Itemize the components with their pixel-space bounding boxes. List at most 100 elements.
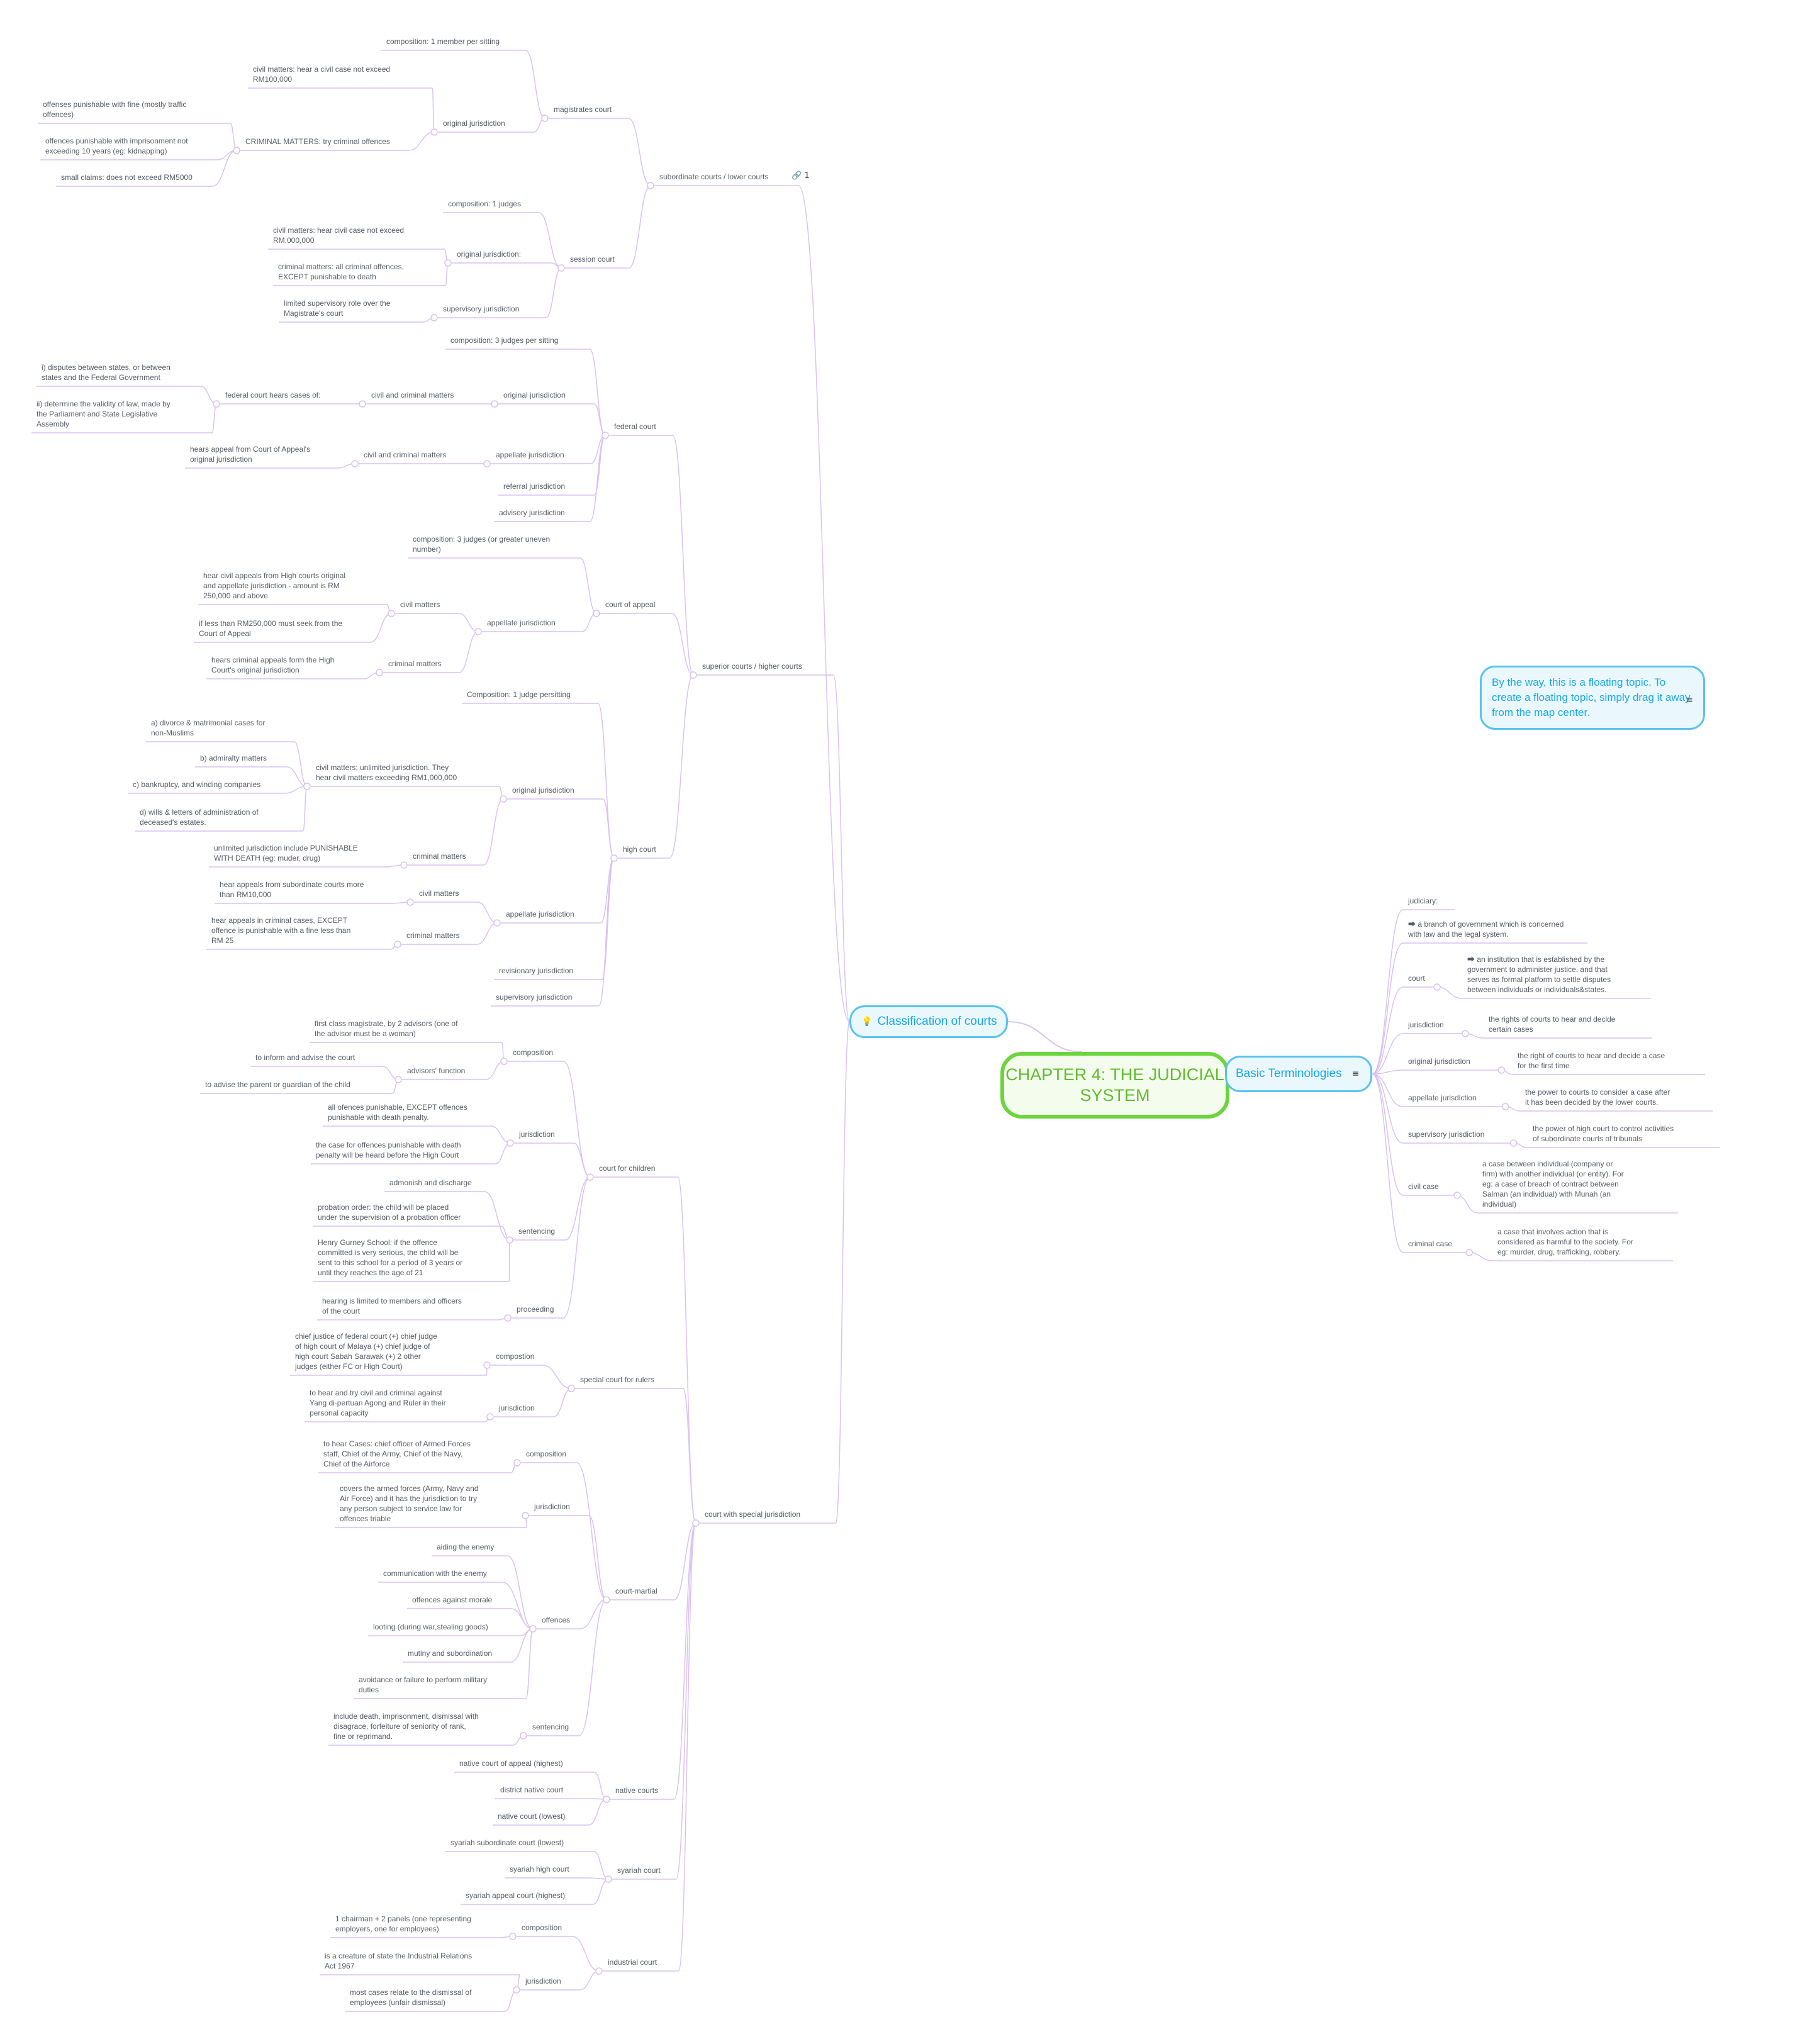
topic-node-n21[interactable]: civil and criminal matters [371, 390, 454, 400]
topic-node-n90[interactable]: native courts [615, 1785, 658, 1795]
topic-node-n29[interactable]: advisory jurisdiction [499, 508, 565, 518]
topic-node-n57[interactable]: composition [513, 1047, 553, 1058]
topic-node-n1[interactable]: subordinate courts / lower courts [659, 172, 768, 182]
topic-node-n26[interactable]: civil and criminal matters [364, 450, 446, 460]
topic-node-n78[interactable]: to hear Cases: chief officer of Armed Fo… [323, 1439, 471, 1469]
topic-node-n44[interactable]: c) bankruptcy, and winding companies [133, 779, 260, 790]
term-node-t11[interactable]: supervisory jurisdiction [1408, 1129, 1484, 1139]
topic-node-n68[interactable]: Henry Gurney School: if the offence comm… [318, 1237, 462, 1278]
topic-node-n10[interactable]: session court [570, 254, 615, 264]
topic-node-n62[interactable]: jurisdiction [519, 1129, 555, 1139]
topic-node-n98[interactable]: industrial court [608, 1957, 657, 1967]
topic-node-n37[interactable]: hears criminal appeals form the High Cou… [211, 655, 334, 675]
topic-node-n2[interactable]: magistrates court [554, 104, 612, 114]
term-node-t16[interactable]: a case that involves action that is cons… [1497, 1227, 1633, 1257]
topic-node-n94[interactable]: syariah court [617, 1865, 661, 1875]
topic-node-n82[interactable]: aiding the enemy [437, 1542, 494, 1552]
topic-node-n95[interactable]: syariah subordinate court (lowest) [450, 1838, 564, 1848]
topic-node-n24[interactable]: ii) determine the validity of law, made … [36, 399, 171, 429]
topic-node-n47[interactable]: unlimited jurisdiction include PUNISHABL… [214, 843, 358, 863]
topic-node-n12[interactable]: original jurisdiction: [457, 249, 521, 259]
topic-node-n28[interactable]: referral jurisdiction [503, 481, 565, 491]
topic-node-n83[interactable]: communication with the enemy [383, 1568, 487, 1578]
topic-node-n63[interactable]: all ofences punishable, EXCEPT offences … [328, 1102, 467, 1122]
topic-node-n25[interactable]: appellate jurisdiction [496, 450, 564, 460]
topic-node-n50[interactable]: hear appeals from subordinate courts mor… [220, 880, 364, 900]
term-node-t15[interactable]: criminal case [1408, 1239, 1452, 1249]
topic-node-n59[interactable]: advisors' function [407, 1066, 465, 1076]
topic-node-n88[interactable]: sentencing [532, 1722, 569, 1732]
topic-node-n76[interactable]: court-martial [615, 1586, 657, 1596]
link-count-badge[interactable]: 🔗 1 [792, 171, 810, 181]
topic-node-n99[interactable]: composition [522, 1923, 562, 1933]
topic-node-n45[interactable]: d) wills & letters of administration of … [140, 807, 259, 827]
term-node-t7[interactable]: original jurisdiction [1408, 1056, 1470, 1066]
topic-node-n30[interactable]: court of appeal [605, 600, 655, 610]
topic-node-n5[interactable]: civil matters: hear a civil case not exc… [253, 64, 390, 84]
topic-node-n56[interactable]: court for children [599, 1163, 655, 1173]
term-node-t10[interactable]: the power to courts to consider a case a… [1525, 1087, 1670, 1107]
topic-node-n14[interactable]: criminal matters: all criminal offences,… [278, 262, 404, 282]
topic-node-n65[interactable]: sentencing [518, 1226, 555, 1236]
term-node-t13[interactable]: civil case [1408, 1181, 1439, 1192]
topic-node-n9[interactable]: small claims: does not exceed RM5000 [61, 172, 193, 182]
topic-node-n33[interactable]: civil matters [400, 600, 440, 610]
topic-node-n81[interactable]: offences [542, 1615, 570, 1625]
topic-node-n18[interactable]: federal court [614, 422, 656, 432]
topic-node-n20[interactable]: original jurisdiction [503, 390, 566, 400]
topic-node-n91[interactable]: native court of appeal (highest) [459, 1758, 563, 1768]
topic-node-n46[interactable]: criminal matters [413, 851, 466, 861]
topic-node-n32[interactable]: appellate jurisdiction [487, 618, 556, 628]
topic-node-n31[interactable]: composition: 3 judges (or greater uneven… [413, 534, 550, 554]
topic-node-n92[interactable]: district native court [500, 1785, 563, 1795]
topic-node-n64[interactable]: the case for offences punishable with de… [316, 1140, 461, 1160]
topic-node-n19[interactable]: composition: 3 judges per sitting [450, 335, 558, 345]
topic-node-n22[interactable]: federal court hears cases of: [225, 390, 320, 400]
term-node-t2[interactable]: ⮕ a branch of government which is concer… [1408, 919, 1564, 939]
topic-node-n97[interactable]: syariah appeal court (highest) [466, 1890, 565, 1901]
topic-node-n35[interactable]: if less than RM250,000 must seek from th… [199, 618, 342, 639]
topic-node-n39[interactable]: Composition: 1 judge persitting [467, 690, 571, 700]
topic-node-n96[interactable]: syariah high court [510, 1864, 569, 1874]
topic-node-n102[interactable]: is a creature of state the Industrial Re… [325, 1951, 472, 1971]
topic-node-n54[interactable]: supervisory jurisdiction [496, 992, 572, 1002]
topic-node-n89[interactable]: include death, imprisonment, dismissal w… [333, 1711, 479, 1741]
topic-node-n80[interactable]: covers the armed forces (Army, Navy and … [340, 1483, 479, 1524]
topic-node-n103[interactable]: most cases relate to the dismissal of em… [350, 1987, 471, 2008]
topic-node-n77[interactable]: composition [526, 1449, 566, 1459]
topic-node-n27[interactable]: hears appeal from Court of Appeal's orig… [190, 444, 310, 464]
term-node-t8[interactable]: the right of courts to hear and decide a… [1518, 1051, 1665, 1071]
topic-node-n53[interactable]: revisionary jurisdiction [499, 966, 573, 976]
topic-node-n79[interactable]: jurisdiction [534, 1502, 570, 1512]
term-node-t12[interactable]: the power of high court to control activ… [1533, 1124, 1674, 1144]
topic-node-n23[interactable]: i) disputes between states, or between s… [42, 362, 171, 383]
term-node-t6[interactable]: the rights of courts to hear and decide … [1489, 1014, 1615, 1034]
topic-node-n4[interactable]: original jurisdiction [443, 118, 505, 128]
topic-node-n7[interactable]: offenses punishable with fine (mostly tr… [43, 99, 186, 120]
term-node-t3[interactable]: court [1408, 973, 1425, 983]
topic-node-n86[interactable]: mutiny and subordination [408, 1648, 492, 1658]
topic-node-n8[interactable]: offences punishable with imprisonment no… [45, 136, 188, 156]
topic-node-n67[interactable]: probation order: the child will be place… [318, 1202, 461, 1222]
topic-node-n49[interactable]: civil matters [419, 888, 459, 898]
topic-node-n85[interactable]: looting (during war,stealing goods) [373, 1622, 488, 1632]
term-node-t14[interactable]: a case between individual (company or fi… [1482, 1159, 1624, 1209]
main-topic-classification-of-courts[interactable]: 💡 Classification of courts [849, 1005, 1008, 1038]
topic-node-n42[interactable]: a) divorce & matrimonial cases for non-M… [151, 718, 265, 738]
topic-node-n40[interactable]: original jurisdiction [512, 785, 574, 795]
topic-node-n100[interactable]: 1 chairman + 2 panels (one representing … [335, 1914, 471, 1934]
topic-node-n58[interactable]: first class magistrate, by 2 advisors (o… [315, 1019, 457, 1039]
floating-topic[interactable]: By the way, this is a floating topic. To… [1480, 666, 1705, 730]
topic-node-n41[interactable]: civil matters: unlimited jurisdiction. T… [316, 762, 457, 783]
topic-node-n66[interactable]: admonish and discharge [389, 1178, 472, 1188]
term-node-t4[interactable]: ⮕ an institution that is established by … [1467, 954, 1611, 995]
topic-node-n43[interactable]: b) admiralty matters [200, 753, 267, 763]
topic-node-n70[interactable]: hearing is limited to members and office… [322, 1296, 462, 1316]
term-node-t5[interactable]: jurisdiction [1408, 1020, 1444, 1030]
topic-node-n34[interactable]: hear civil appeals from High courts orig… [203, 571, 345, 601]
topic-node-n73[interactable]: chief justice of federal court (+) chief… [295, 1331, 437, 1371]
topic-node-n51[interactable]: criminal matters [406, 930, 460, 941]
topic-node-n52[interactable]: hear appeals in criminal cases, EXCEPT o… [211, 915, 350, 946]
topic-node-n60[interactable]: to inform and advise the court [255, 1053, 355, 1063]
topic-node-n69[interactable]: proceeding [517, 1304, 554, 1314]
